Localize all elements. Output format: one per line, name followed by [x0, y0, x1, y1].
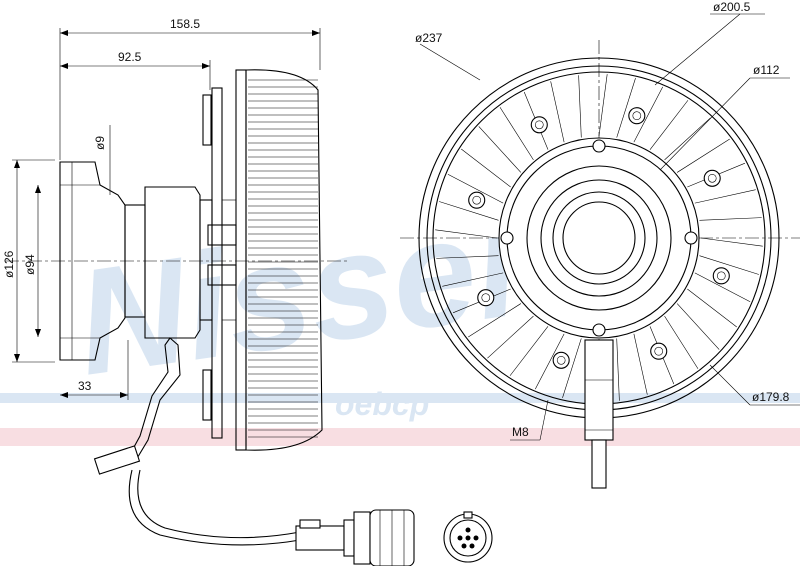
front-fin — [439, 201, 499, 221]
connector-end-view — [443, 511, 493, 563]
dim-hub-diameter: ø112 — [753, 63, 780, 77]
front-fin — [664, 117, 711, 161]
front-fin — [649, 100, 689, 150]
connector-pin — [461, 543, 467, 549]
front-fin — [616, 338, 620, 401]
connector-pin — [465, 535, 471, 541]
front-fin — [478, 126, 522, 173]
bolt-hole — [477, 289, 495, 307]
front-fin — [676, 303, 720, 350]
bolt-hole — [650, 342, 668, 360]
front-fin — [694, 272, 751, 302]
front-fin — [687, 288, 737, 328]
dim-flange-depth: 33 — [78, 379, 92, 393]
front-fin — [699, 217, 762, 221]
bolt-holes — [468, 107, 730, 369]
front-fin — [435, 229, 498, 239]
bolt-hole — [628, 107, 646, 125]
front-fin — [461, 148, 511, 188]
hub-bolt-hole — [684, 231, 698, 245]
hub-bolt-hole — [592, 323, 606, 337]
front-fin — [699, 255, 759, 275]
dim-bolt-circle-inner: ø179.8 — [752, 390, 790, 404]
front-fin — [468, 303, 522, 338]
dim-flange-thickness: ø9 — [93, 136, 107, 150]
front-fin — [664, 315, 699, 369]
side-fins — [248, 79, 318, 438]
bolt-hole — [552, 351, 570, 369]
watermark-blue-stripe — [0, 393, 800, 403]
dim-thread: M8 — [512, 425, 529, 439]
front-fin — [616, 78, 636, 138]
front-fin — [562, 338, 582, 398]
front-fin — [578, 75, 582, 138]
front-fin — [487, 315, 534, 359]
connector-pins — [457, 527, 479, 549]
connector-pin — [457, 535, 463, 541]
dim-overall-length: 158.5 — [170, 17, 200, 31]
watermark-pink-stripe — [0, 428, 800, 446]
dim-fan-diameter: ø237 — [415, 31, 443, 45]
hub-bolt-hole — [500, 231, 514, 245]
connector-pin — [469, 543, 475, 549]
front-fin — [694, 189, 756, 204]
dim-outer-diameter: ø126 — [2, 250, 16, 278]
front-view: ø237 ø200.5 ø112 ø179.8 M8 — [400, 0, 800, 489]
front-fin — [598, 74, 608, 137]
front-fin — [442, 272, 504, 287]
dim-bolt-circle-outer: ø200.5 — [713, 0, 751, 14]
bolt-hole — [468, 191, 486, 209]
front-fin — [447, 174, 504, 204]
front-fin — [535, 333, 565, 390]
connector-pin — [465, 527, 471, 533]
connector-pin — [473, 535, 479, 541]
front-fin — [436, 255, 499, 259]
bolt-hole — [530, 116, 548, 134]
bolt-hole — [703, 169, 721, 187]
bolt-hole — [712, 267, 730, 285]
hub-bolt-hole — [592, 139, 606, 153]
dim-inner-diameter: ø94 — [23, 254, 37, 275]
watermark-site: oebcp — [335, 386, 429, 422]
dim-hub-length: 92.5 — [118, 50, 142, 64]
front-fin — [633, 333, 648, 395]
front-fin — [499, 107, 534, 161]
front-fin — [633, 86, 663, 143]
front-fin — [509, 326, 549, 376]
front-fin — [700, 237, 763, 247]
front-fin — [676, 138, 730, 173]
front-fin — [550, 81, 565, 143]
side-view: 158.5 92.5 ø9 ø126 ø94 33 — [2, 17, 415, 566]
